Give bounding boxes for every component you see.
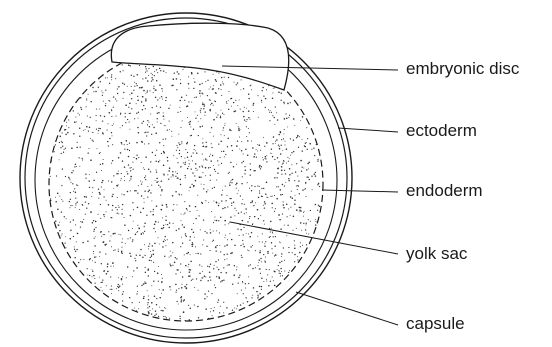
label-capsule: capsule <box>406 315 465 332</box>
ectoderm-membrane <box>35 30 337 330</box>
label-endoderm: endoderm <box>406 182 483 199</box>
yolk-sac-stipple <box>50 48 321 321</box>
label-yolk-sac: yolk sac <box>406 245 467 262</box>
embryonic-disc-shape <box>111 23 288 90</box>
label-embryonic-disc: embryonic disc <box>406 60 519 77</box>
leader-line-yolk-sac <box>230 222 398 254</box>
leader-line-endoderm <box>322 190 398 192</box>
leader-line-ectoderm <box>338 128 398 132</box>
label-ectoderm: ectoderm <box>406 122 477 139</box>
leader-line-capsule <box>296 292 398 325</box>
